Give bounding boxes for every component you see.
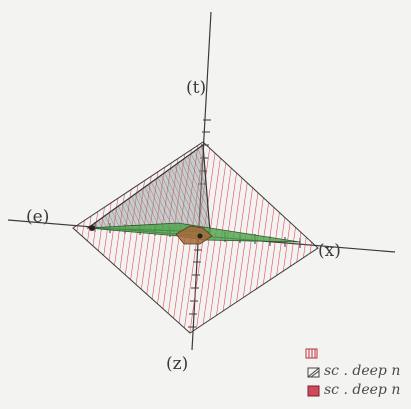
top-axis-label: (t): [186, 78, 207, 98]
legend-item-2-text: sc . deep n: [324, 363, 401, 379]
gray-hatch-overlay: [88, 145, 210, 232]
center-point: [197, 233, 203, 239]
legend-item-3-text: sc . deep n: [324, 382, 401, 398]
legend-hatch-marks: [305, 348, 320, 397]
left-point: [89, 225, 95, 231]
brown-shape: [175, 225, 213, 245]
bottom-axis-label: (z): [166, 354, 189, 374]
right-axis-label: (x): [318, 241, 341, 261]
left-axis-label: (e): [26, 207, 50, 227]
